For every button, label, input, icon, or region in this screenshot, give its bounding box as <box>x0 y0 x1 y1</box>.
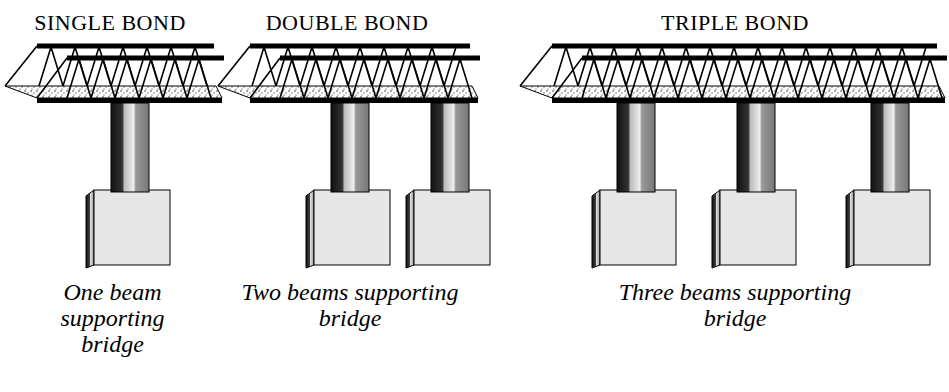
bridge <box>5 46 224 268</box>
column <box>737 103 775 192</box>
bond-heading: TRIPLE BOND <box>600 10 870 36</box>
column <box>111 103 149 192</box>
footing <box>854 190 930 265</box>
front-truss <box>67 59 211 98</box>
footing-side <box>406 190 414 268</box>
truss-end <box>37 58 67 98</box>
truss-end <box>552 58 582 98</box>
column <box>871 103 909 192</box>
deck-beam <box>250 98 478 103</box>
footing-side <box>86 190 94 268</box>
bridge-caption: Two beams supporting bridge <box>225 279 475 331</box>
bond-heading: DOUBLE BOND <box>222 10 472 36</box>
top-chord <box>280 56 480 61</box>
truss-end <box>250 58 280 98</box>
back-truss <box>252 47 456 86</box>
footing-side <box>592 190 600 268</box>
column <box>431 103 469 192</box>
front-truss <box>582 59 942 98</box>
bond-heading: SINGLE BOND <box>10 10 210 36</box>
footing-side <box>712 190 720 268</box>
footing-side <box>846 190 854 268</box>
top-chord <box>37 44 214 49</box>
top-chord <box>67 56 224 61</box>
support-beam <box>406 103 490 268</box>
bridge <box>520 46 947 268</box>
truss-end <box>218 46 250 86</box>
front-truss <box>280 59 472 98</box>
bridge-caption: Three beams supporting bridge <box>590 279 880 331</box>
support-beam <box>712 103 796 268</box>
support-beam <box>592 103 676 268</box>
support-beam <box>306 103 390 268</box>
truss-end <box>520 46 552 86</box>
top-chord <box>552 44 937 49</box>
footing <box>314 190 390 265</box>
footing <box>414 190 490 265</box>
support-beam <box>86 103 170 268</box>
column <box>617 103 655 192</box>
bridge-caption: One beam supporting bridge <box>40 279 185 357</box>
deck-beam <box>552 98 945 103</box>
top-chord <box>582 56 947 61</box>
footing <box>94 190 170 265</box>
footing <box>720 190 796 265</box>
support-beam <box>846 103 930 268</box>
column <box>331 103 369 192</box>
footing <box>600 190 676 265</box>
bridge <box>218 46 490 268</box>
deck-beam <box>37 98 222 103</box>
truss-end <box>5 46 37 86</box>
footing-side <box>306 190 314 268</box>
bridges <box>5 46 947 268</box>
top-chord <box>250 44 470 49</box>
